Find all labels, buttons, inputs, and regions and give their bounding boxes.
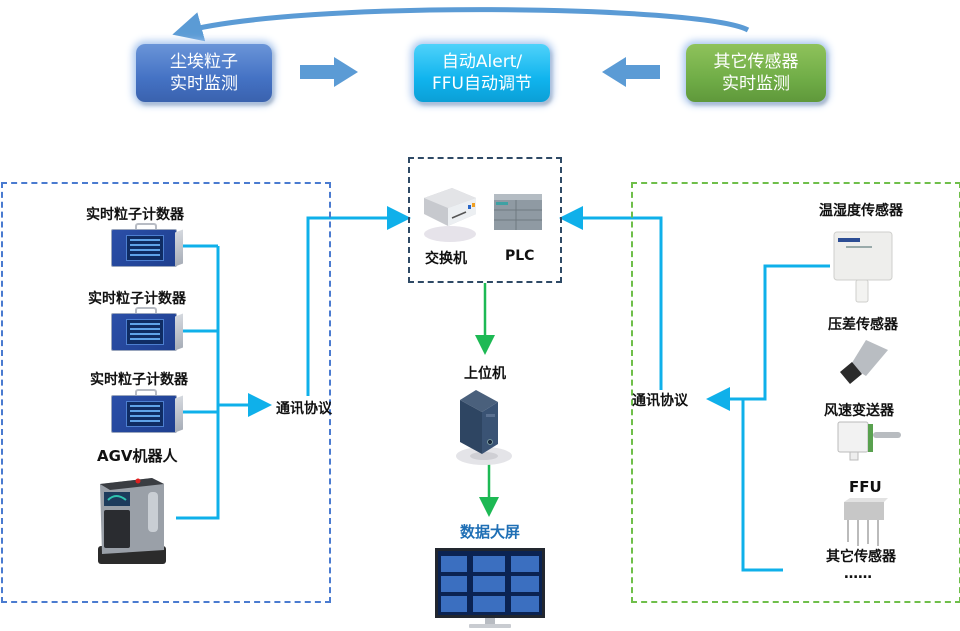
particle-counter-icon [111,223,183,269]
ellipsis-label: …… [844,566,872,582]
device-label: 实时粒子计数器 [88,291,186,307]
arrow-left-icon [602,57,660,87]
data-screen-label: 数据大屏 [460,523,521,541]
dust-monitoring-line2: 实时监测 [170,74,238,94]
auto-alert-box: 自动Alert/ FFU自动调节 [414,44,550,102]
other-sensor-line1: 其它传感器 [713,52,799,72]
sensor-label: FFU [849,478,882,496]
particle-counter-icon [111,307,183,353]
wind-speed-transmitter-icon [837,421,901,461]
dust-monitoring-box: 尘埃粒子 实时监测 [136,44,272,102]
switch-label: 交换机 [425,251,467,267]
left-device-group [1,182,331,603]
feedback-arc-arrow [172,7,750,42]
ffu-icon [844,498,888,546]
right-protocol-label: 通讯协议 [632,393,688,409]
sensor-label: 其它传感器 [826,549,896,565]
auto-alert-line1: 自动Alert/ [441,52,523,72]
network-group [408,157,562,283]
plc-icon [494,194,542,230]
particle-counter-icon [111,389,183,435]
sensor-label: 温湿度传感器 [819,203,903,219]
device-label: 实时粒子计数器 [90,372,188,388]
sensor-label: 风速变送器 [824,403,894,419]
dust-monitoring-line1: 尘埃粒子 [170,52,238,72]
temp-humidity-sensor-icon [833,231,893,303]
arrow-right-icon [300,57,358,87]
data-screen-monitor-icon [435,548,545,628]
plc-label: PLC [505,248,535,264]
auto-alert-line2: FFU自动调节 [432,74,532,94]
host-computer-icon [456,390,512,465]
device-label: AGV机器人 [97,447,178,465]
agv-robot-icon [98,478,166,564]
left-protocol-label: 通讯协议 [276,401,332,417]
other-sensor-line2: 实时监测 [722,74,790,94]
switch-icon [424,188,476,242]
device-label: 实时粒子计数器 [86,207,184,223]
other-sensor-monitoring-box: 其它传感器 实时监测 [686,44,826,102]
host-computer-label: 上位机 [464,366,506,382]
pressure-sensor-icon [840,340,888,384]
sensor-label: 压差传感器 [828,317,898,333]
